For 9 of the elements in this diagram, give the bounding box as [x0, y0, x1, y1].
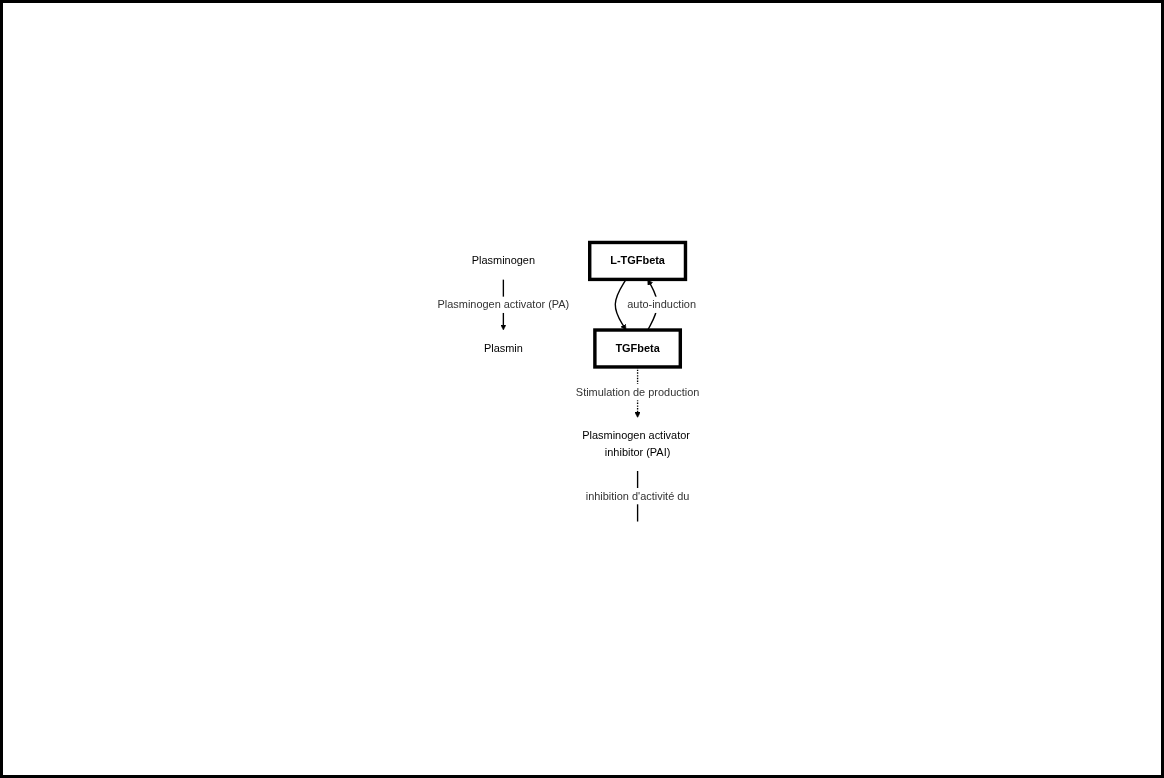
node-text: Plasminogen activator inhibitor (PAI) [582, 429, 690, 458]
node-text: Plasmin [483, 342, 523, 354]
edge-label: auto-induction [627, 298, 696, 311]
node-box: TGFbeta [593, 328, 682, 369]
edge-label: Stimulation de production [575, 385, 700, 398]
edge-label: Plasminogen activator (PA) [437, 298, 570, 311]
edge-label: inhibition d'activité du [585, 489, 690, 502]
node-text: Plasminogen [471, 254, 535, 267]
node-box: L-TGFbeta [588, 240, 688, 281]
